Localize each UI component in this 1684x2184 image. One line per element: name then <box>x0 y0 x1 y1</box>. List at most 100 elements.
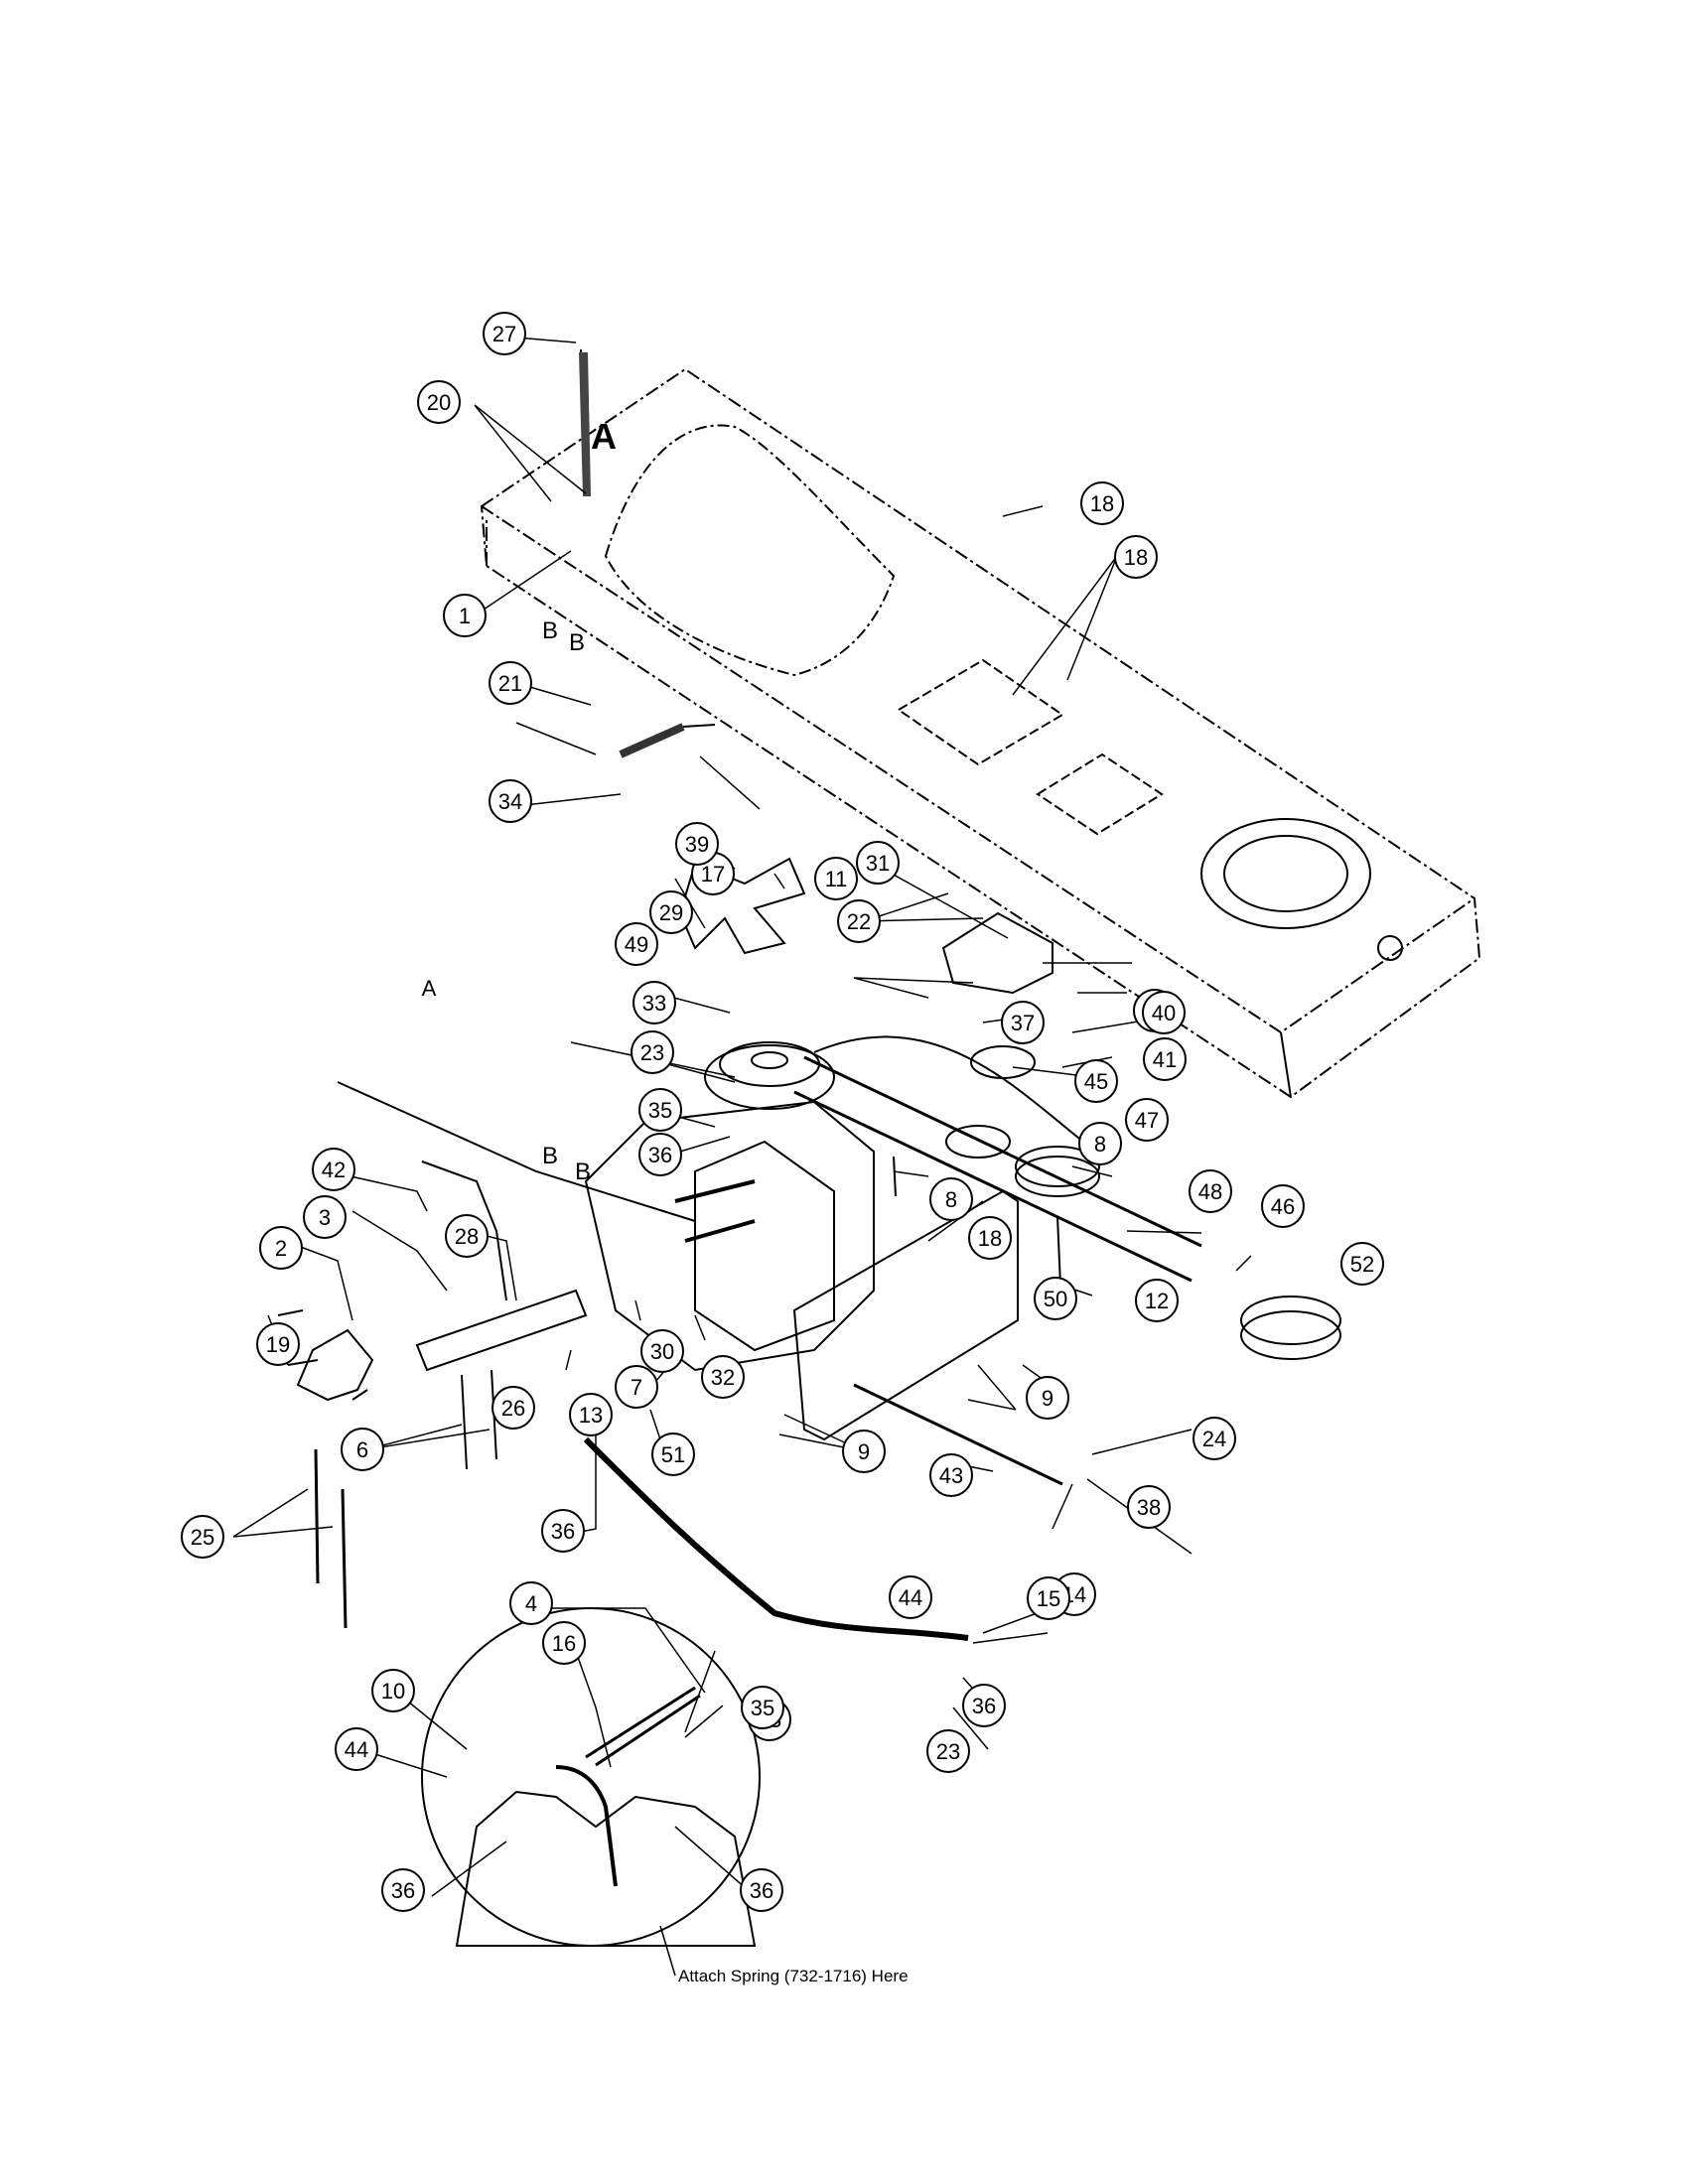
callout-number: 19 <box>266 1332 290 1357</box>
callout-26: 26 <box>491 1386 535 1430</box>
callout-number: 43 <box>939 1463 963 1488</box>
callout-40: 40 <box>1142 991 1186 1034</box>
callout-35: 35 <box>741 1686 784 1729</box>
callout-31: 31 <box>856 841 900 885</box>
callout-number: 13 <box>579 1403 603 1428</box>
callout-circle <box>1114 535 1158 579</box>
callout-number: 15 <box>1037 1586 1060 1611</box>
callout-circle <box>632 981 676 1024</box>
callout-number: 21 <box>498 671 522 696</box>
callout-number: 32 <box>711 1365 735 1390</box>
callout-43: 43 <box>929 1453 973 1497</box>
callout-circle <box>968 1216 1012 1260</box>
callout-circle <box>640 1329 684 1373</box>
callout-circle <box>1135 1279 1179 1322</box>
callout-36: 36 <box>381 1868 425 1912</box>
callout-circle <box>489 661 532 705</box>
callout-circle <box>701 1355 745 1399</box>
callout-number: 34 <box>498 789 522 814</box>
callout-circle <box>889 1575 932 1619</box>
callout-number: 8 <box>945 1187 957 1212</box>
callout-number: 36 <box>972 1694 996 1718</box>
callout-9: 9 <box>842 1430 886 1473</box>
callout-number: 18 <box>1124 545 1148 570</box>
callout-number: 4 <box>525 1591 537 1616</box>
callout-circle <box>1127 1485 1171 1529</box>
callout-35: 35 <box>638 1088 682 1132</box>
callout-circle <box>1078 1122 1122 1165</box>
callout-circle <box>489 779 532 823</box>
callout-number: 1 <box>459 604 471 628</box>
callout-circle <box>1193 1417 1236 1460</box>
callout-11: 11 <box>814 857 858 900</box>
callout-number: 41 <box>1153 1047 1177 1072</box>
callout-number: 45 <box>1084 1069 1108 1094</box>
callout-circle <box>842 1430 886 1473</box>
callout-39: 39 <box>675 822 719 866</box>
callout-number: 52 <box>1350 1252 1374 1277</box>
callout-18: 18 <box>1080 481 1124 525</box>
callout-number: 35 <box>648 1098 672 1123</box>
callout-circle <box>929 1177 973 1221</box>
callout-circle <box>615 922 658 966</box>
callout-circle <box>651 1433 695 1476</box>
callout-2: 2 <box>259 1226 303 1270</box>
callout-number: 30 <box>650 1339 674 1364</box>
callout-4: 4 <box>509 1581 553 1625</box>
callout-number: 2 <box>275 1236 287 1261</box>
callout-number: 36 <box>750 1878 773 1903</box>
callout-32: 32 <box>701 1355 745 1399</box>
callout-number: 18 <box>978 1226 1002 1251</box>
callout-circle <box>259 1226 303 1270</box>
callout-36: 36 <box>962 1684 1006 1727</box>
callout-number: 22 <box>847 909 871 934</box>
callout-number: 12 <box>1145 1289 1169 1313</box>
callout-8: 8 <box>1078 1122 1122 1165</box>
callout-number: 33 <box>642 991 666 1016</box>
callout-number: 37 <box>1011 1011 1035 1035</box>
callout-circle <box>1142 991 1186 1034</box>
callout-circle <box>509 1581 553 1625</box>
callout-circle <box>837 899 881 943</box>
reference-letter-a: A <box>422 976 437 1001</box>
callout-19: 19 <box>256 1322 300 1366</box>
callout-number: 27 <box>492 322 516 346</box>
callout-number: 29 <box>659 900 683 925</box>
callout-bubbles: 1234567889910111213141516171818181920212… <box>181 312 1384 1912</box>
callout-circle <box>649 890 693 934</box>
callout-circle <box>443 594 487 637</box>
callout-44: 44 <box>889 1575 932 1619</box>
callout-7: 7 <box>615 1365 658 1409</box>
callout-47: 47 <box>1125 1098 1169 1142</box>
callout-23: 23 <box>926 1729 970 1773</box>
callout-number: 31 <box>866 851 890 876</box>
callout-20: 20 <box>417 380 461 424</box>
callout-number: 11 <box>825 867 848 891</box>
callout-52: 52 <box>1340 1242 1384 1286</box>
callout-circle <box>445 1214 489 1258</box>
callout-6: 6 <box>341 1428 384 1471</box>
callout-number: 7 <box>631 1375 642 1400</box>
callout-27: 27 <box>483 312 526 355</box>
callout-circle <box>417 380 461 424</box>
callout-45: 45 <box>1074 1059 1118 1103</box>
callout-circle <box>1026 1376 1069 1420</box>
callout-25: 25 <box>181 1515 224 1559</box>
callout-circle <box>741 1686 784 1729</box>
callout-3: 3 <box>303 1195 347 1239</box>
callout-number: 49 <box>625 932 648 957</box>
callout-number: 51 <box>661 1442 685 1467</box>
callout-18: 18 <box>968 1216 1012 1260</box>
callout-number: 44 <box>899 1585 922 1610</box>
callout-circle <box>181 1515 224 1559</box>
callout-number: 8 <box>1094 1132 1106 1157</box>
callout-circle <box>1034 1277 1077 1320</box>
callout-circle <box>929 1453 973 1497</box>
callout-28: 28 <box>445 1214 489 1258</box>
callout-circle <box>926 1729 970 1773</box>
callout-number: 44 <box>345 1737 368 1762</box>
callout-number: 36 <box>551 1519 575 1544</box>
callout-24: 24 <box>1193 1417 1236 1460</box>
